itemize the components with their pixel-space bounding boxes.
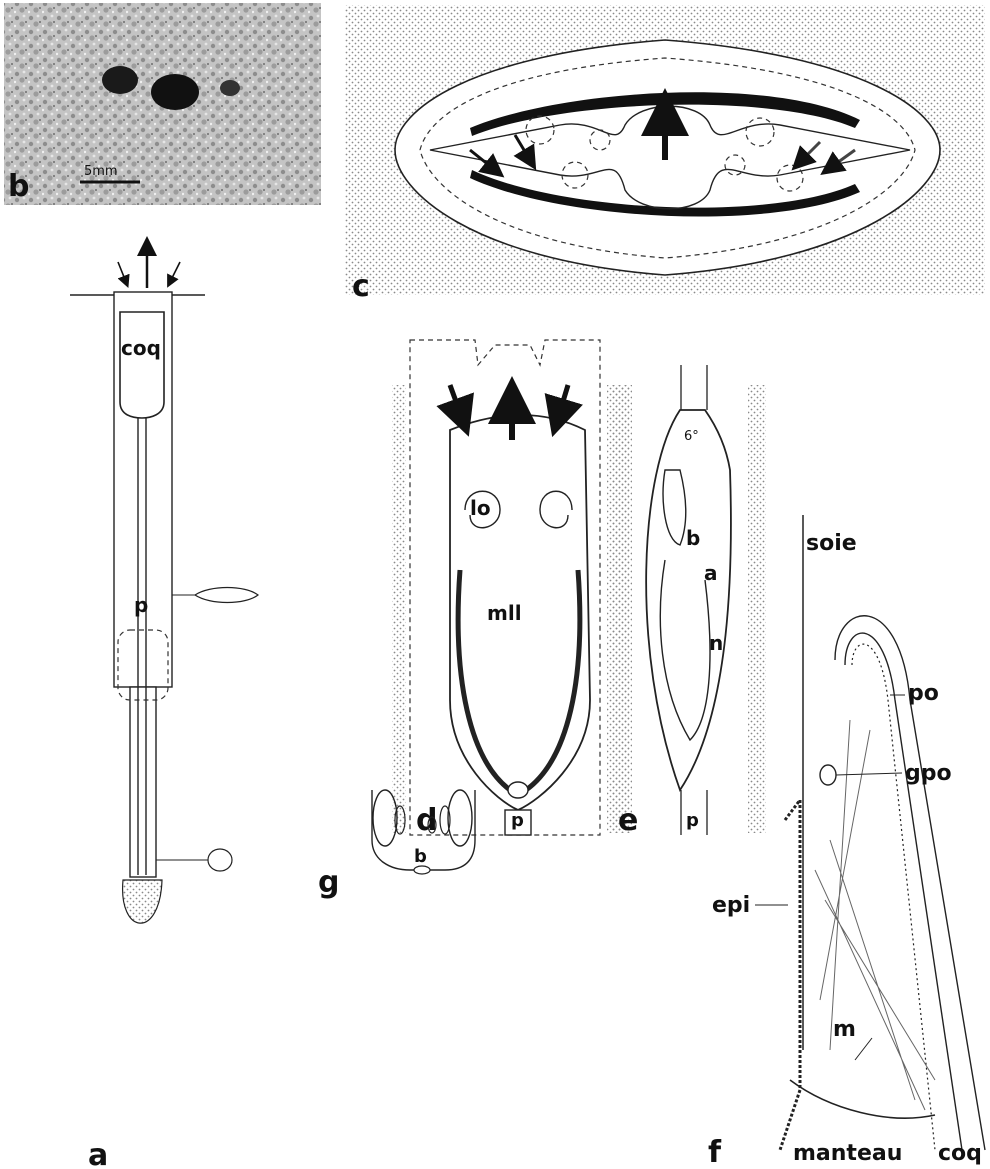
arrow-down (558, 385, 568, 418)
label-coq: coq (121, 336, 161, 360)
panel-c: c (345, 5, 985, 304)
label-soie: soie (806, 531, 857, 556)
label-lo: lo (470, 496, 491, 520)
section-lens (195, 588, 258, 603)
leader-gpo (836, 773, 902, 775)
panel-d: lo mll p d (392, 340, 629, 838)
tube-base (123, 880, 162, 923)
shell-inner (845, 633, 962, 1150)
mantle (790, 1080, 935, 1118)
gpo-gland (820, 765, 836, 785)
section-circle (208, 849, 232, 871)
panel-letter-f: f (708, 1135, 722, 1169)
label-p: p (134, 593, 148, 617)
label-p-d: p (511, 810, 524, 831)
scale-bar-label: 5mm (84, 164, 118, 179)
panel-letter-a: a (88, 1138, 108, 1169)
label-p-e: p (686, 810, 699, 831)
label-a-e: a (704, 561, 718, 585)
tube-narrow (130, 687, 156, 877)
label-epi: epi (712, 893, 750, 918)
label-n-e: n (709, 631, 723, 655)
panel-letter-e: e (618, 803, 638, 838)
periostracum (852, 644, 935, 1150)
pedicle-base (508, 782, 528, 798)
panel-b: 5mm b (4, 3, 321, 205)
label-gpo: gpo (905, 761, 952, 786)
g-base (414, 866, 430, 874)
label-po: po (908, 681, 939, 706)
lateral-shell-outline (646, 410, 731, 790)
arrow-down (450, 385, 462, 418)
panel-e: 6° b a n p e (612, 365, 766, 838)
tube-wall-left (612, 385, 632, 833)
tube-wall-right (748, 385, 766, 833)
panel-g: b g (318, 790, 475, 900)
arrow-in (118, 262, 126, 282)
label-angle: 6° (684, 429, 699, 444)
panel-letter-g: g (318, 865, 339, 900)
photo-dark-spot (220, 80, 240, 96)
g-lobe (448, 790, 472, 846)
label-coq-f: coq (938, 1141, 982, 1166)
label-b-e: b (686, 526, 700, 550)
label-b-g: b (414, 846, 427, 867)
photo-dark-spot (151, 74, 199, 110)
coq-shell (120, 312, 164, 418)
panel-letter-b: b (8, 169, 29, 204)
label-m: m (833, 1017, 856, 1042)
tube-wall-left (392, 385, 406, 833)
label-manteau: manteau (793, 1141, 902, 1166)
panel-letter-c: c (352, 269, 370, 304)
leader-m (855, 1038, 872, 1060)
photo-dark-spot (102, 66, 138, 94)
panel-a: coq p a (70, 246, 258, 1169)
arrow-in (170, 262, 180, 282)
epidermis-fold (780, 800, 800, 1150)
panel-letter-d: d (416, 803, 437, 838)
label-mll: mll (487, 601, 522, 625)
